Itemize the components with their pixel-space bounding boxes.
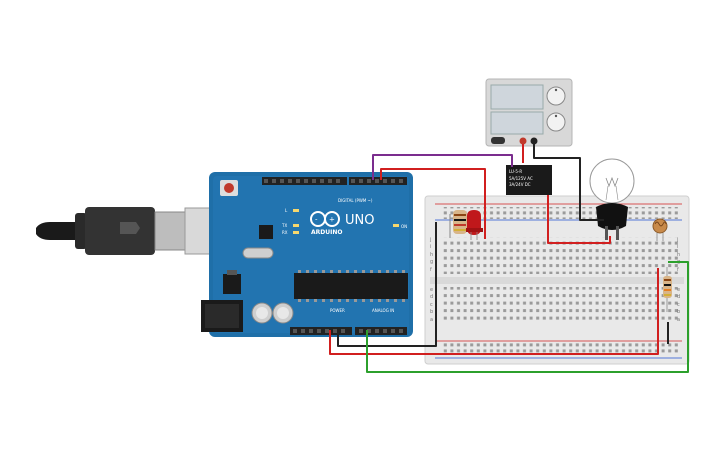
psu-negative-terminal[interactable] [530,137,538,145]
green-wire-analog[interactable] [366,261,689,373]
row-letter: a [677,317,680,323]
row-letter: a [430,317,433,323]
row-letter: h [677,252,680,258]
black-wire-gnd-rail[interactable] [337,222,437,347]
relay-module[interactable]: LU-5-R 5A/125V AC 3A/24V DC [506,165,552,195]
usb-chip [259,225,273,239]
resistor-led[interactable] [449,210,467,238]
red-wire-relay-bulb[interactable] [547,195,611,244]
psu-power-switch[interactable] [491,137,505,144]
digital-header-label: DIGITAL (PWM ~) [338,198,373,203]
svg-text:-: - [315,216,318,224]
black-wire-psu-bulb[interactable] [533,144,604,221]
row-letter: i [677,244,678,250]
row-letter: e [430,287,433,293]
breadboard[interactable]: j i h g f e d c b a j i h g f e d c b a [424,195,690,365]
voltage-regulator [223,274,241,294]
red-wire-arduino-relay[interactable] [380,168,486,239]
board-model: UNO [345,213,374,228]
row-letter: c [430,302,433,308]
power-header-label: POWER [330,308,345,313]
row-letter: i [430,244,431,250]
led-on-label: ON [401,224,407,229]
led-l-label: L [285,208,288,213]
red-led[interactable] [466,210,483,240]
resistor-ldr[interactable] [663,267,672,312]
voltage-knob[interactable] [546,86,566,106]
dc-power-supply[interactable] [485,78,573,147]
current-knob[interactable] [546,112,566,132]
row-letter: j [429,237,431,243]
led-tx-label: TX [281,223,287,228]
row-letter: j [676,237,678,243]
row-letter: f [430,267,432,273]
row-letter: e [677,287,680,293]
svg-text:+: + [329,216,335,224]
arduino-logo-icon: - + [310,211,340,227]
row-letter: d [677,294,680,300]
purple-wire[interactable] [372,154,513,180]
psu-voltage-display [490,84,544,110]
analog-header-label: ANALOG IN [372,308,394,313]
psu-positive-terminal[interactable] [519,137,527,145]
row-letter: c [677,302,680,308]
light-bulb[interactable] [589,158,635,240]
photoresistor[interactable] [652,218,668,241]
row-letter: h [430,252,433,258]
row-letter: f [677,267,679,273]
row-letter: g [430,259,433,265]
relay-rating-ac: 5A/125V AC [509,176,533,181]
row-letter: d [430,294,433,300]
relay-model-label: LU-5-R [509,169,522,174]
usb-cable[interactable] [36,207,224,255]
red-wire-5v-rail[interactable] [329,268,659,355]
relay-rating-dc: 3A/24V DC [509,182,531,187]
atmega-chip [294,273,408,299]
psu-current-display [490,111,544,135]
board-brand: ARDUINO [311,229,342,236]
crystal [242,247,274,259]
row-letter: b [430,309,433,315]
row-letter: b [677,309,680,315]
arduino-uno-board[interactable]: DIGITAL (PWM ~) - + UNO ARDUINO L TX RX … [201,172,413,337]
led-rx-label: RX [282,230,288,235]
